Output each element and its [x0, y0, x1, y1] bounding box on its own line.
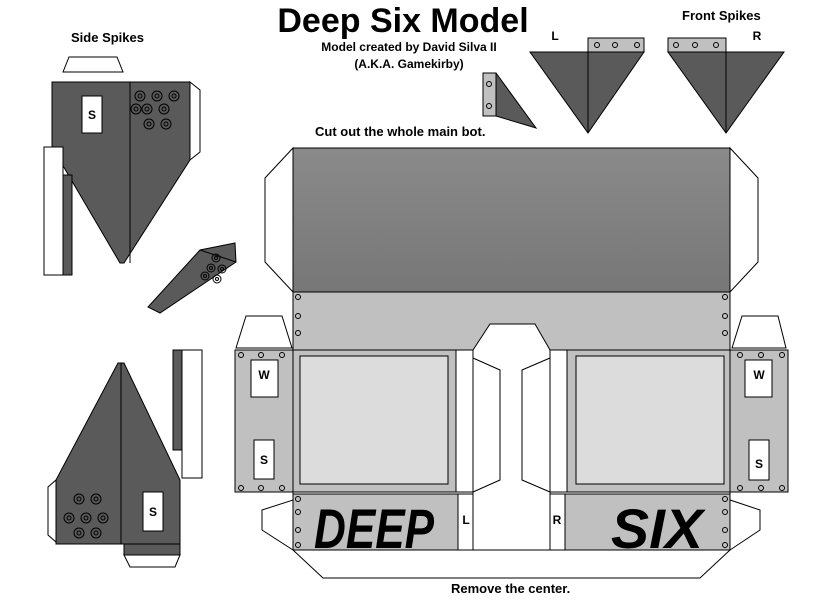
side-spike-wedge [147, 242, 237, 314]
left-window [299, 355, 449, 485]
r-label: R [553, 513, 562, 527]
s-label-box [142, 491, 164, 532]
page-title: Deep Six Model [277, 2, 529, 40]
side-spikes-heading: Side Spikes [71, 30, 144, 45]
r-label: R [753, 29, 762, 43]
side-strip [172, 349, 183, 451]
glue-tab [62, 56, 124, 73]
w-label: W [258, 368, 270, 382]
side-strip [181, 349, 203, 479]
side-spike-top: S [43, 56, 201, 276]
s-label: S [88, 108, 96, 122]
deep-panel [292, 493, 459, 551]
top-panel [292, 147, 731, 293]
side-strip [62, 174, 73, 276]
rivet-cluster [63, 493, 109, 539]
s-label: S [260, 453, 268, 467]
glue-tab [189, 80, 201, 162]
glue-tab [47, 478, 57, 544]
glue-tab [729, 499, 761, 551]
l-label: L [462, 513, 469, 527]
glue-tab [264, 146, 294, 294]
rivet-cluster [130, 90, 180, 130]
l-label: L [551, 29, 558, 43]
s-label-box [81, 95, 103, 134]
front-spikes-heading: Front Spikes [682, 8, 761, 23]
cut-instruction: Cut out the whole main bot. [315, 124, 486, 139]
front-spike-right: R [667, 29, 785, 134]
front-spike-small [482, 72, 538, 129]
right-window [575, 355, 725, 485]
six-decal: SIX [611, 497, 707, 560]
remove-instruction: Remove the center. [451, 581, 571, 596]
s-label: S [755, 457, 763, 471]
credit-line: Model created by David Silva II [321, 40, 497, 54]
center-cutout [472, 323, 551, 551]
glue-tab [123, 554, 181, 568]
credit-alias: (A.K.A. Gamekirby) [354, 57, 464, 71]
six-panel [564, 493, 731, 551]
w-label: W [753, 368, 765, 382]
glue-tab [731, 315, 787, 349]
side-spike-bottom: S [47, 349, 203, 568]
front-spike-left: L [529, 29, 645, 134]
deep-decal: DEEP [314, 497, 435, 560]
glue-tab [235, 315, 293, 349]
side-strip [43, 146, 64, 276]
glue-tab [261, 499, 294, 551]
s-label: S [149, 505, 157, 519]
main-bot: W S W S DEEP L [234, 146, 789, 579]
glue-tab [729, 146, 759, 294]
